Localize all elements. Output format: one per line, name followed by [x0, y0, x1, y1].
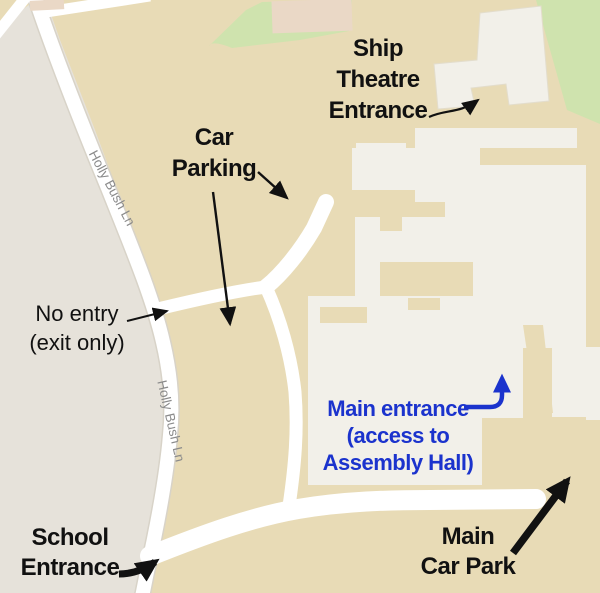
offsite-area	[0, 0, 170, 593]
label-line: School	[31, 524, 109, 551]
label-line: Main	[441, 523, 495, 550]
building-in-green	[271, 0, 353, 34]
ship-theatre-arrow	[428, 98, 480, 118]
roads	[0, 0, 546, 593]
label-line: Ship	[352, 35, 403, 62]
building-main-school	[308, 128, 600, 485]
label-line: Parking	[171, 155, 257, 182]
label-line: Theatre	[336, 66, 420, 93]
label-line: Entrance	[20, 554, 120, 581]
label-line: No entry	[35, 301, 119, 326]
drive-parking-south	[260, 284, 303, 507]
label-ship-theatre-entrance: Ship Theatre Entrance	[329, 33, 428, 126]
green-space-right	[536, 0, 600, 124]
building-ship-theatre	[433, 5, 550, 110]
label-line: Assembly Hall)	[322, 450, 474, 475]
road-top-left-corner	[0, 0, 31, 39]
school-entrance-arrow	[118, 558, 160, 582]
main-entrance-arrow	[464, 373, 511, 410]
drive-car-parking-stub	[258, 194, 334, 295]
main-car-park-arrow	[510, 476, 571, 556]
label-main-car-park: Main Car Park	[421, 522, 516, 582]
label-line: Car Park	[420, 553, 516, 580]
drive-exit-only	[156, 280, 267, 316]
label-no-entry: No entry (exit only)	[29, 299, 124, 357]
label-main-entrance: Main entrance (access to Assembly Hall)	[323, 395, 474, 476]
road-school-drive	[140, 489, 546, 566]
courtyards	[320, 148, 577, 413]
label-line: (access to	[346, 423, 450, 448]
label-line: Car	[194, 124, 234, 151]
label-school-entrance: School Entrance	[21, 523, 120, 583]
road-holly-bush-ln	[28, 0, 179, 593]
no-entry-arrow	[126, 307, 169, 322]
label-line: Entrance	[328, 97, 428, 124]
label-car-parking: Car Parking	[172, 122, 257, 184]
label-line: Main entrance	[327, 396, 469, 421]
label-line: (exit only)	[29, 330, 125, 355]
annotation-arrows	[118, 98, 571, 582]
car-parking-arrow-long	[211, 191, 237, 327]
building-top-left	[29, 0, 65, 11]
buildings	[29, 0, 600, 485]
car-parking-arrow-short	[257, 171, 289, 200]
road-top	[39, 0, 151, 19]
